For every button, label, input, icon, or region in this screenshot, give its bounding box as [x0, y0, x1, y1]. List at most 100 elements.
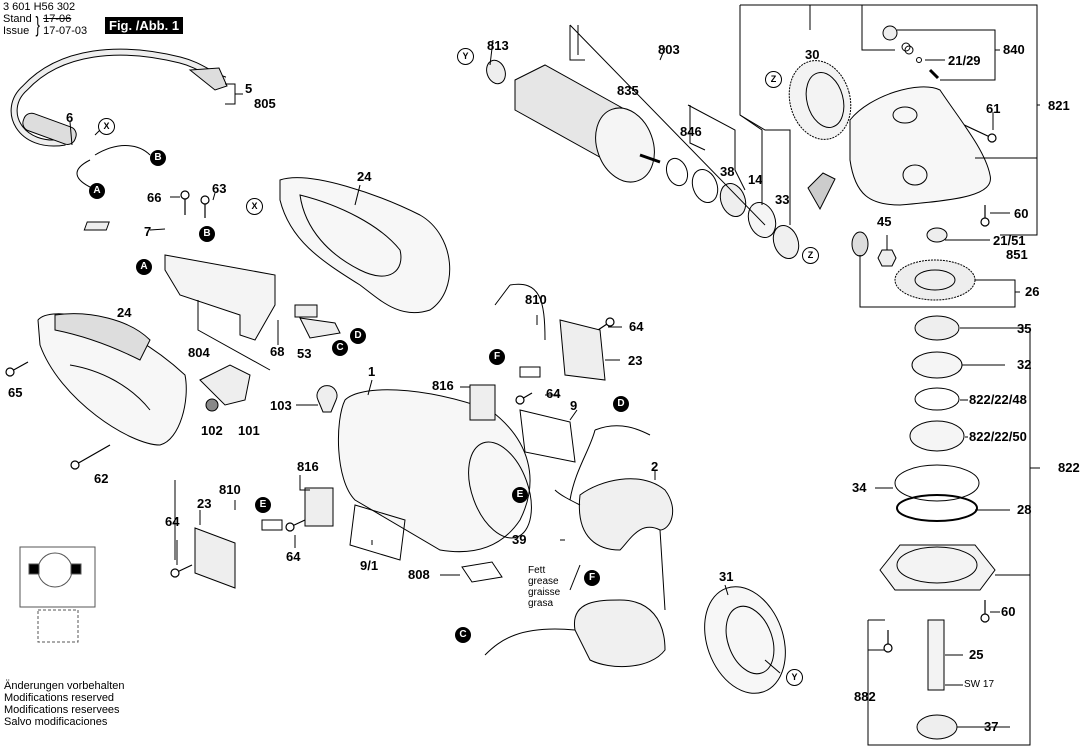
part-label-21-29: 21/29: [948, 53, 981, 68]
part-label-101: 101: [238, 423, 260, 438]
connector-marker-a-cord: A: [89, 183, 105, 199]
part-label-821: 821: [1048, 98, 1070, 113]
connector-marker-b-cord: B: [150, 150, 166, 166]
bevel-gear-30: [788, 60, 852, 140]
modifications-notice: Änderungen vorbehalten Modifications res…: [4, 680, 125, 728]
connector-marker-e-brush: E: [255, 497, 271, 513]
document-number: 3 601 H56 302: [3, 1, 76, 13]
armature: [486, 59, 661, 183]
part-label-816-lower: 816: [297, 459, 319, 474]
part-label-14: 14: [748, 172, 763, 187]
figure-badge: Fig. /Abb. 1: [105, 17, 184, 34]
part-label-805: 805: [254, 96, 276, 111]
reference-marker-z-gear: Z: [765, 71, 782, 88]
part-label-60-lower: 60: [1001, 604, 1016, 619]
connector-marker-c-switch: C: [332, 340, 348, 356]
grease-note: Fett grease graisse grasa: [528, 565, 561, 609]
part-label-816-upper: 816: [432, 378, 454, 393]
revision-block: Stand Issue } 17-06 17-07-03: [3, 13, 87, 37]
part-label-808: 808: [408, 567, 430, 582]
bearing-stack: [665, 157, 836, 259]
old-date: 17-06: [43, 13, 72, 25]
connector-marker-d-coil: D: [613, 396, 629, 412]
connector-marker-d-switch: D: [350, 328, 366, 344]
part-label-25: 25: [969, 647, 984, 662]
part-label-102: 102: [201, 423, 223, 438]
reference-marker-x-handle: X: [246, 198, 263, 215]
connector-marker-f-brush: F: [489, 349, 505, 365]
part-label-23-upper: 23: [628, 353, 643, 368]
part-label-846: 846: [680, 124, 702, 139]
part-label-64-middle: 64: [546, 386, 561, 401]
connector-marker-a-switch: A: [136, 259, 152, 275]
part-label-53: 53: [297, 346, 312, 361]
power-cord: [10, 48, 228, 189]
wrench-size-note: SW 17: [964, 679, 995, 690]
gear-housing: [849, 25, 991, 206]
part-label-822: 822: [1058, 460, 1080, 475]
reference-marker-z-bearing: Z: [802, 247, 819, 264]
part-label-34: 34: [852, 480, 867, 495]
part-label-5: 5: [245, 81, 253, 96]
part-label-30: 30: [805, 47, 820, 62]
part-label-60-upper: 60: [1014, 206, 1029, 221]
part-label-810-lower: 810: [219, 482, 241, 497]
part-label-9-1: 9/1: [360, 558, 379, 573]
part-label-803: 803: [658, 42, 680, 57]
reference-marker-y-baffle: Y: [786, 669, 803, 686]
issue-label: Issue: [3, 25, 30, 37]
part-label-810-upper: 810: [525, 292, 547, 307]
part-label-882: 882: [854, 689, 876, 704]
part-label-23-lower: 23: [197, 496, 212, 511]
part-label-840: 840: [1003, 42, 1025, 57]
part-label-32: 32: [1017, 357, 1032, 372]
part-label-68: 68: [270, 344, 285, 359]
reference-marker-y-bearing: Y: [457, 48, 474, 65]
part-label-66: 66: [147, 190, 162, 205]
part-label-38: 38: [720, 164, 735, 179]
pinion-gear: [851, 227, 976, 301]
wiring-schematic: [19, 546, 96, 643]
issue-date: 17-07-03: [43, 25, 88, 37]
part-label-64-upper-right: 64: [629, 319, 644, 334]
part-label-31: 31: [719, 569, 734, 584]
reference-marker-x-cord: X: [98, 118, 115, 135]
part-label-24-upper: 24: [357, 169, 372, 184]
part-label-835: 835: [617, 83, 639, 98]
part-label-822-22-48: 822/22/48: [969, 392, 1027, 407]
handle-half-upper: [279, 177, 451, 314]
part-label-63: 63: [212, 181, 227, 196]
part-label-822-22-50: 822/22/50: [969, 429, 1027, 444]
part-label-64-lower: 64: [286, 549, 301, 564]
connector-marker-e-coil: E: [512, 487, 528, 503]
part-label-21-51: 21/51: [993, 233, 1026, 248]
part-label-61: 61: [986, 101, 1001, 116]
field-coils: [484, 478, 674, 668]
part-label-65: 65: [8, 385, 23, 400]
handle-half-lower: [37, 313, 187, 446]
part-label-64-lower-left: 64: [165, 514, 180, 529]
document-header: 3 601 H56 302 Stand Issue } 17-06 17-07-…: [3, 1, 87, 37]
connector-marker-b-switch: B: [199, 226, 215, 242]
switch-assembly: [83, 221, 341, 341]
part-label-26: 26: [1025, 284, 1040, 299]
lock-lever: [199, 364, 338, 413]
part-label-35: 35: [1017, 321, 1032, 336]
motor-housing: [338, 389, 532, 553]
part-label-1: 1: [368, 364, 376, 379]
part-label-37: 37: [984, 719, 999, 734]
part-label-39: 39: [512, 532, 527, 547]
part-label-28: 28: [1017, 502, 1032, 517]
spindle-stack: [879, 315, 996, 740]
screws: [5, 122, 997, 653]
part-label-33: 33: [775, 192, 790, 207]
fan-baffle: [704, 586, 786, 694]
part-label-62: 62: [94, 471, 109, 486]
brace: }: [35, 12, 40, 37]
part-label-24-lower: 24: [117, 305, 132, 320]
part-label-804: 804: [188, 345, 210, 360]
part-label-103: 103: [270, 398, 292, 413]
part-label-2: 2: [651, 459, 659, 474]
connector-marker-f-coil: F: [584, 570, 600, 586]
